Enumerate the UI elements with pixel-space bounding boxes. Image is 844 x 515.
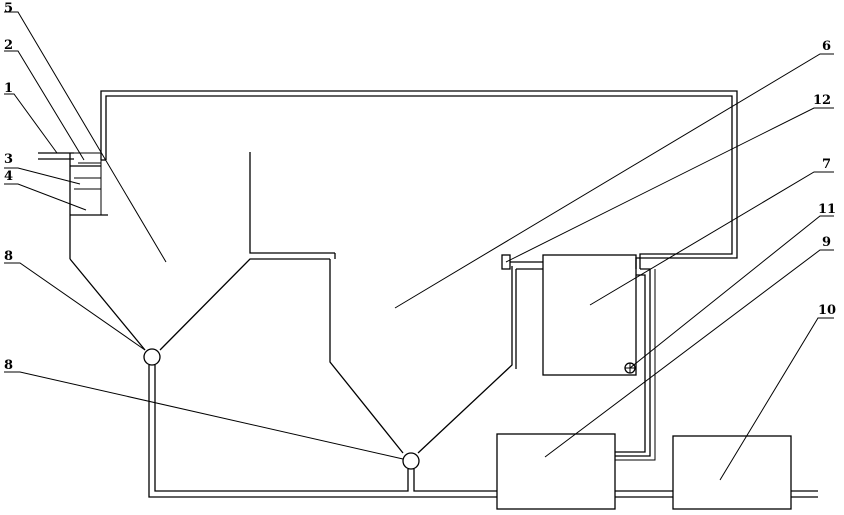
label-4: 4 [4, 169, 13, 184]
burner-assembly [69, 152, 108, 259]
label-7: 7 [822, 157, 831, 172]
inlet-pipe [38, 152, 74, 160]
component-7-box [542, 254, 637, 376]
label-9: 9 [822, 235, 831, 250]
label-5: 5 [4, 1, 13, 16]
label-8-upper: 8 [4, 249, 13, 264]
main-chamber [100, 90, 738, 269]
component-10-box [672, 435, 792, 510]
label-12: 12 [813, 93, 831, 108]
label-2: 2 [4, 38, 13, 53]
leader-lines [4, 11, 834, 481]
label-3: 3 [4, 152, 13, 167]
valve-8-upper [143, 348, 161, 366]
label-6: 6 [822, 39, 831, 54]
label-11: 11 [818, 202, 836, 217]
left-hopper [69, 152, 335, 351]
component-12-block [501, 254, 543, 369]
number-labels: 5 2 1 3 4 8 8 6 12 7 11 9 10 [4, 1, 836, 373]
label-8-lower: 8 [4, 358, 13, 373]
right-hopper [329, 253, 513, 454]
label-10: 10 [818, 303, 836, 318]
label-1: 1 [4, 81, 13, 96]
component-9-box [496, 433, 616, 510]
valve-8-lower [402, 452, 420, 470]
bottom-pipes [148, 365, 818, 498]
